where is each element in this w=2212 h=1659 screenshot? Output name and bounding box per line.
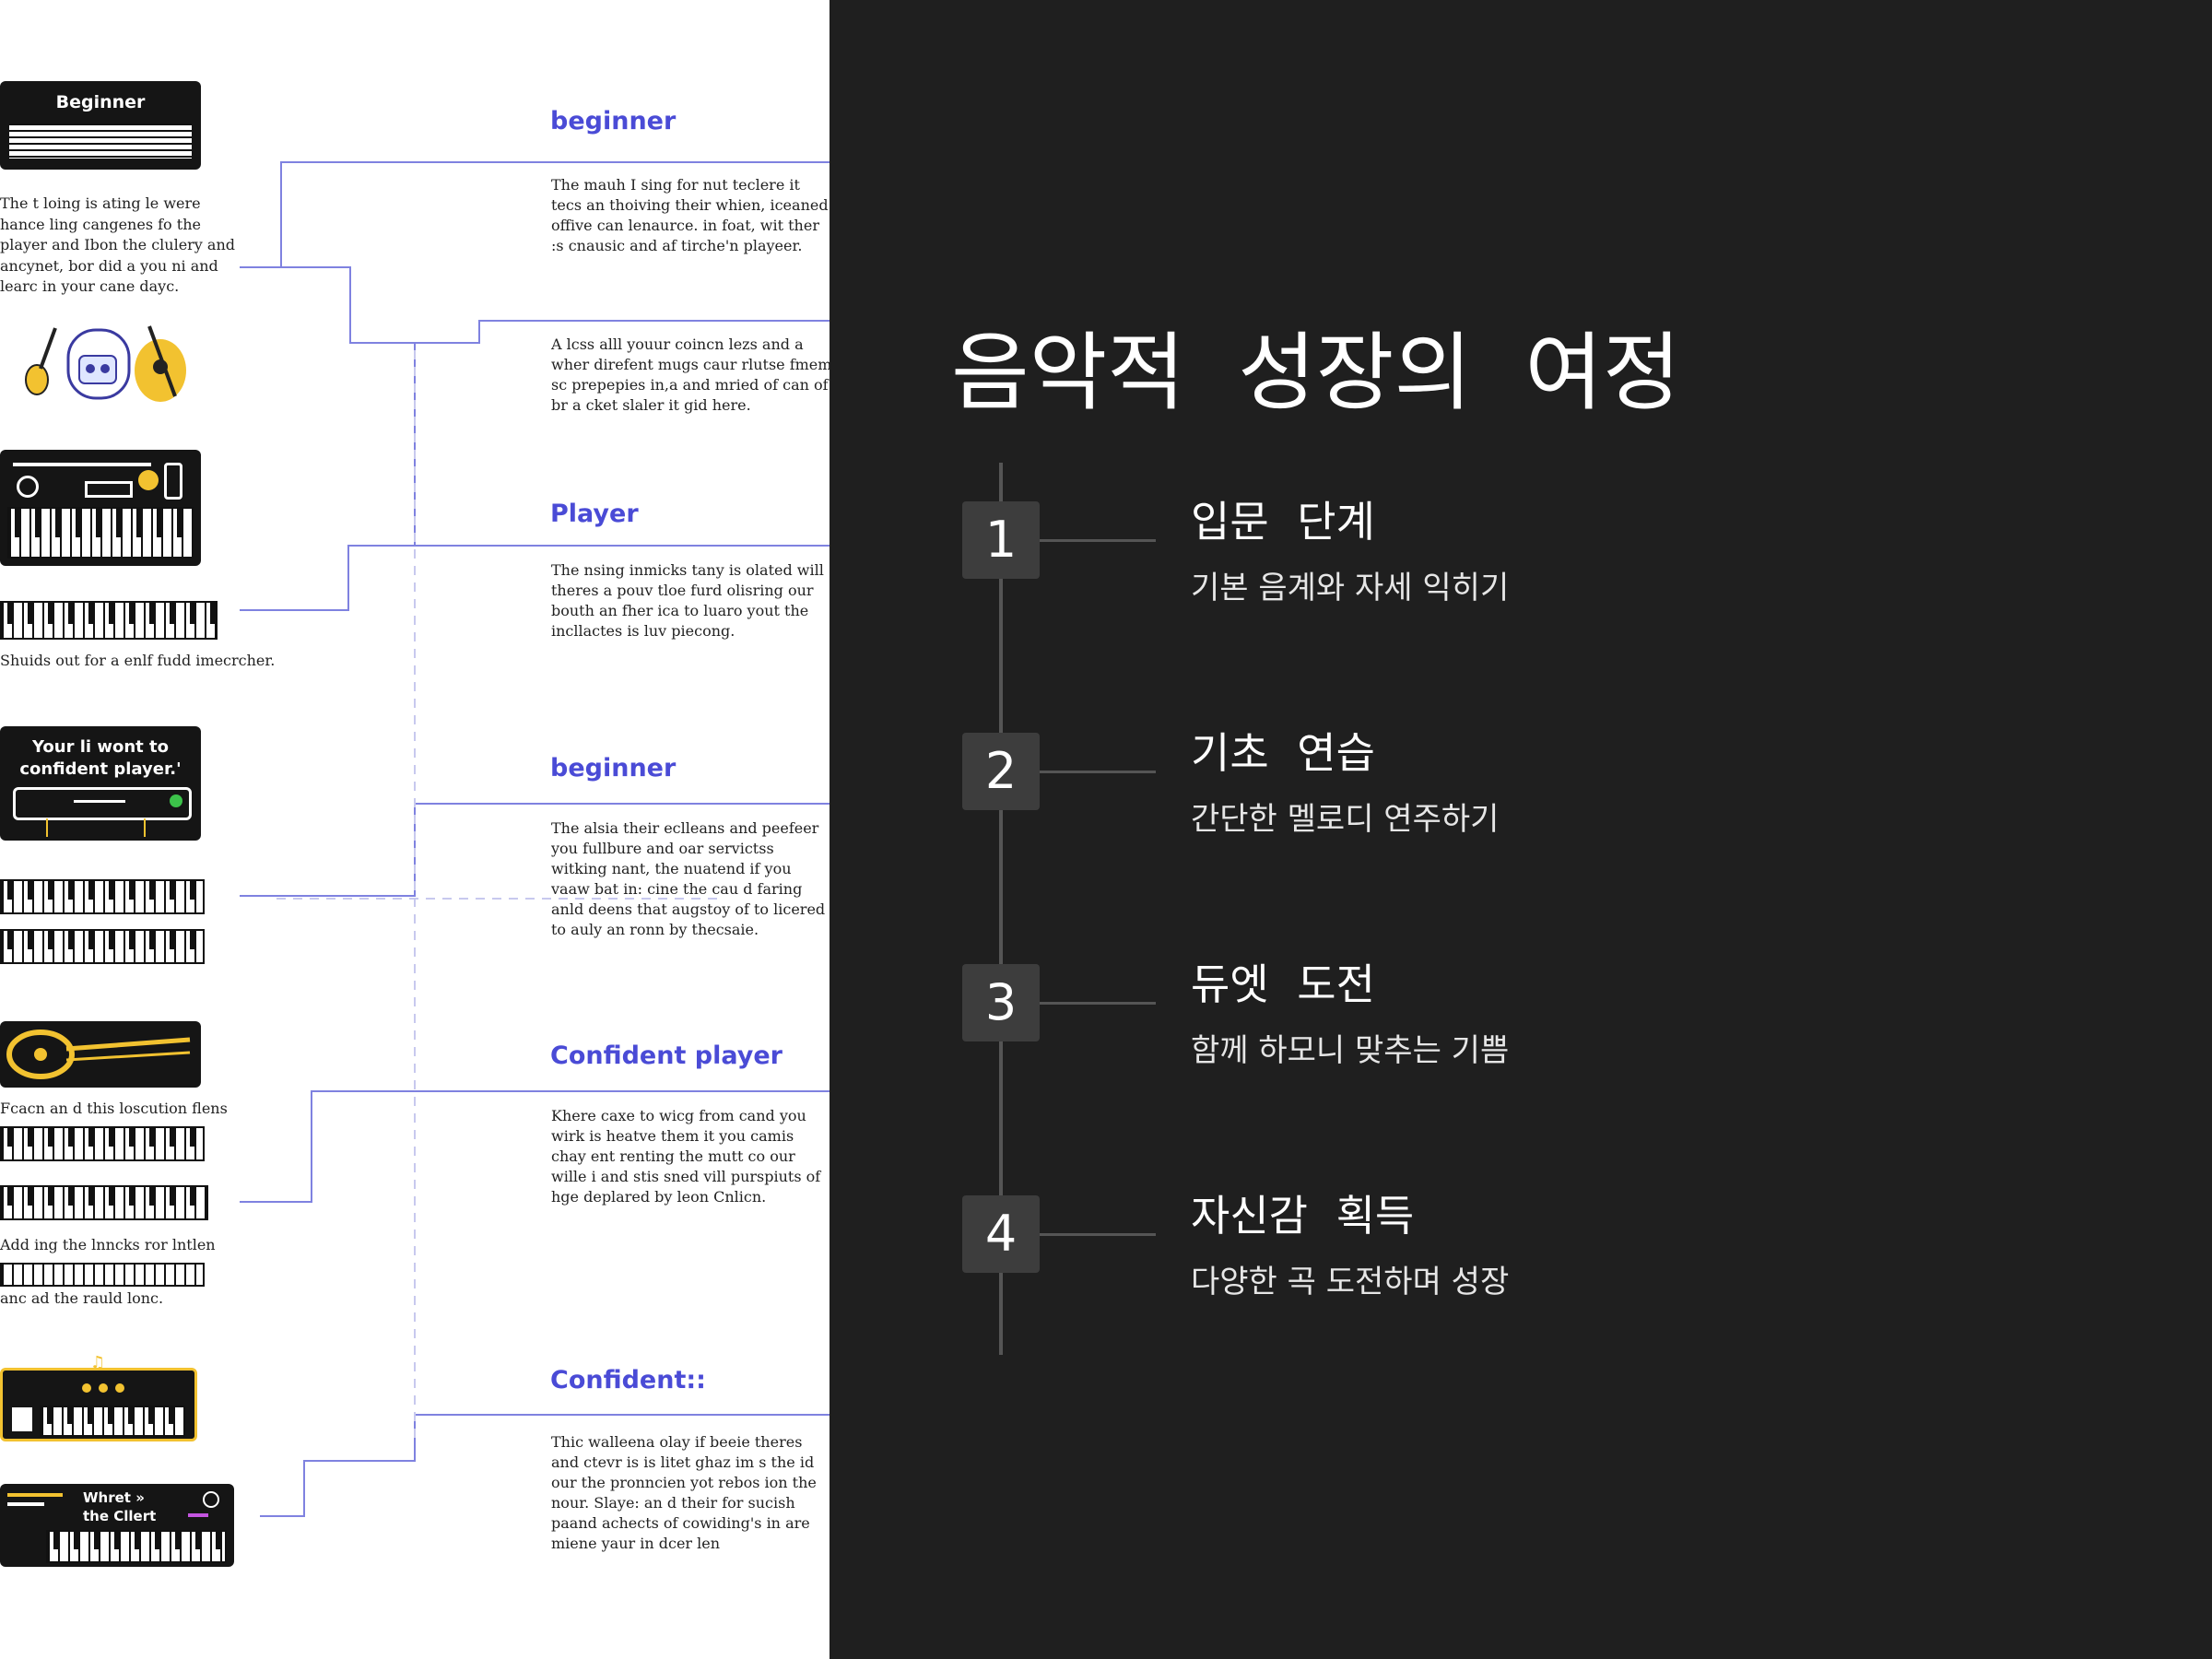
step-connector: [1040, 771, 1156, 773]
step-connector: [1040, 539, 1156, 542]
side-note: Add ing the lnncks ror lntlen: [0, 1236, 216, 1253]
step-subtitle: 함께 하모니 맞추는 기쁨: [1191, 1032, 1510, 1069]
step-number: 1: [962, 501, 1040, 579]
stage-desc: The nsing inmicks tany is olated will th…: [551, 561, 824, 640]
keyboard-card: [0, 1368, 197, 1441]
piano-keys: [0, 1263, 205, 1287]
timeline-step-4: 4 자신감 획득 다양한 곡 도전하며 성장: [830, 1191, 2212, 1343]
stage-title-confident: Confident::: [550, 1366, 706, 1394]
piano-keys: [7, 507, 194, 559]
music-note-icon: ♫: [90, 1353, 106, 1372]
piano-keys: [46, 1530, 227, 1563]
piano-keys: [0, 1126, 205, 1161]
step-title: 입문 단계: [1191, 497, 1375, 547]
piano-keys: [0, 879, 205, 914]
side-note: Fcacn an d this loscution flens: [0, 1100, 228, 1117]
step-title: 듀엣 도전: [1191, 959, 1375, 1009]
step-title: 자신감 획득: [1191, 1191, 1415, 1241]
stage-desc: The mauh I sing for nut teclere it tecs …: [551, 176, 829, 254]
step-number: 3: [962, 964, 1040, 1041]
piano-keys: [0, 1185, 208, 1220]
timeline-line: [999, 463, 1003, 1355]
step-subtitle: 다양한 곡 도전하며 성장: [1191, 1264, 1510, 1300]
side-note: Shuids out for a enlf fudd imecrcher.: [0, 652, 276, 669]
violin-icon: [6, 1030, 191, 1079]
timeline-step-1: 1 입문 단계 기본 음계와 자세 익히기: [830, 497, 2212, 649]
timeline-panel: 음악적 성장의 여정 1 입문 단계 기본 음계와 자세 익히기 2 기초 연습…: [830, 0, 2212, 1659]
page-title: 음악적 성장의 여정: [951, 324, 1681, 422]
timeline-step-2: 2 기초 연습 간단한 멜로디 연주하기: [830, 728, 2212, 880]
step-subtitle: 기본 음계와 자세 익히기: [1191, 570, 1510, 606]
player-card: Whret » the Cllert: [0, 1484, 234, 1567]
piano-keys: [0, 929, 205, 964]
status-dot: [170, 794, 182, 807]
step-number: 4: [962, 1195, 1040, 1273]
sheet-music: [9, 124, 192, 159]
piano-keys: [40, 1406, 185, 1437]
beginner-card: Beginner: [0, 81, 201, 170]
robot-icon: [66, 328, 131, 400]
stage-desc: Thic walleena olay if beeie theres and c…: [551, 1433, 817, 1552]
beginner-card-label: Beginner: [55, 92, 146, 112]
step-connector: [1040, 1002, 1156, 1005]
synthesizer-icon: [0, 450, 201, 566]
violin-card: [0, 1021, 201, 1088]
message-card: Your li wont to confident player.': [0, 726, 201, 841]
step-subtitle: 간단한 멜로디 연주하기: [1191, 801, 1500, 838]
message-card-line1: Your li wont to: [32, 737, 169, 757]
player-card-line2: the Cllert: [83, 1508, 157, 1524]
stage-desc: A lcss alll youur coincn lezs and a wher…: [551, 335, 830, 414]
infographic-panel: beginner The mauh I sing for nut teclere…: [0, 0, 830, 1659]
message-card-line2: confident player.': [19, 759, 182, 779]
stage-desc: The alsia their eclleans and peefeer you…: [551, 819, 826, 938]
stage-title-beginner: beginner: [550, 107, 677, 135]
timeline-step-3: 3 듀엣 도전 함께 하모니 맞추는 기쁨: [830, 959, 2212, 1112]
side-note: The t loing is ating le were hance ling …: [0, 194, 236, 295]
connector-lines: [240, 161, 830, 1517]
step-title: 기초 연습: [1191, 728, 1375, 778]
step-number: 2: [962, 733, 1040, 810]
stage-title-player: Player: [550, 500, 639, 528]
side-note: anc ad the rauld lonc.: [0, 1289, 164, 1307]
piano-keys: [0, 601, 218, 640]
instrument-icons: [25, 325, 186, 402]
player-card-line1: Whret »: [83, 1489, 145, 1506]
stage-title-beginner-2: beginner: [550, 754, 677, 782]
acoustic-guitar-icon: [135, 325, 186, 402]
guitar-icon: [25, 327, 57, 395]
stage-desc: Khere caxe to wicg from cand you wirk is…: [551, 1107, 821, 1206]
step-connector: [1040, 1233, 1156, 1236]
stage-title-confident-player: Confident player: [550, 1041, 782, 1070]
